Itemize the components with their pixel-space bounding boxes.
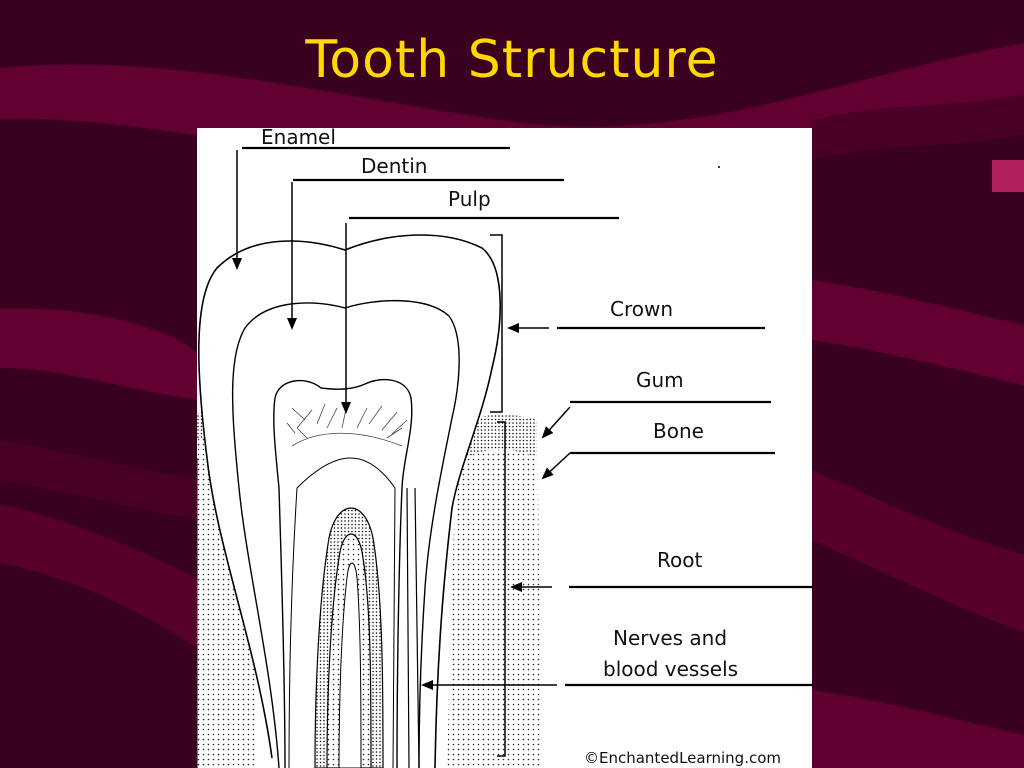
background-wave [0, 504, 200, 650]
label-enamel: Enamel [261, 128, 336, 149]
label-bone: Bone [653, 419, 704, 443]
label-nerves-line1: Nerves and [613, 626, 727, 650]
nerve-lines [406, 487, 420, 768]
slide-title: Tooth Structure [305, 30, 719, 90]
tooth-diagram: Enamel Dentin Pulp Crown Gum Bone Root N… [197, 128, 812, 768]
label-pulp: Pulp [448, 187, 491, 211]
label-nerves-line2: blood vessels [603, 657, 738, 681]
root-canal [288, 457, 396, 768]
inter-root-bone [314, 507, 384, 768]
background-wave [812, 470, 1024, 633]
root-bracket [497, 421, 506, 757]
background-wave [812, 280, 1024, 386]
background-wave [812, 690, 1024, 768]
background-wave [812, 94, 1024, 160]
tooth-diagram-panel: Enamel Dentin Pulp Crown Gum Bone Root N… [197, 128, 812, 768]
label-crown: Crown [610, 297, 673, 321]
copyright-credit: ©EnchantedLearning.com [584, 749, 781, 767]
background-wave [0, 308, 200, 400]
label-arrows [232, 150, 571, 690]
gum-arrow [541, 406, 571, 439]
stray-dot [718, 166, 720, 168]
label-lines [242, 146, 812, 687]
bone-arrow [541, 452, 571, 480]
label-gum: Gum [636, 368, 684, 392]
background-wave [0, 440, 200, 520]
label-dentin: Dentin [361, 154, 427, 178]
crown-bracket [490, 234, 503, 413]
label-root: Root [657, 548, 702, 572]
background-accent [992, 160, 1024, 192]
nerve-branches [286, 403, 408, 447]
